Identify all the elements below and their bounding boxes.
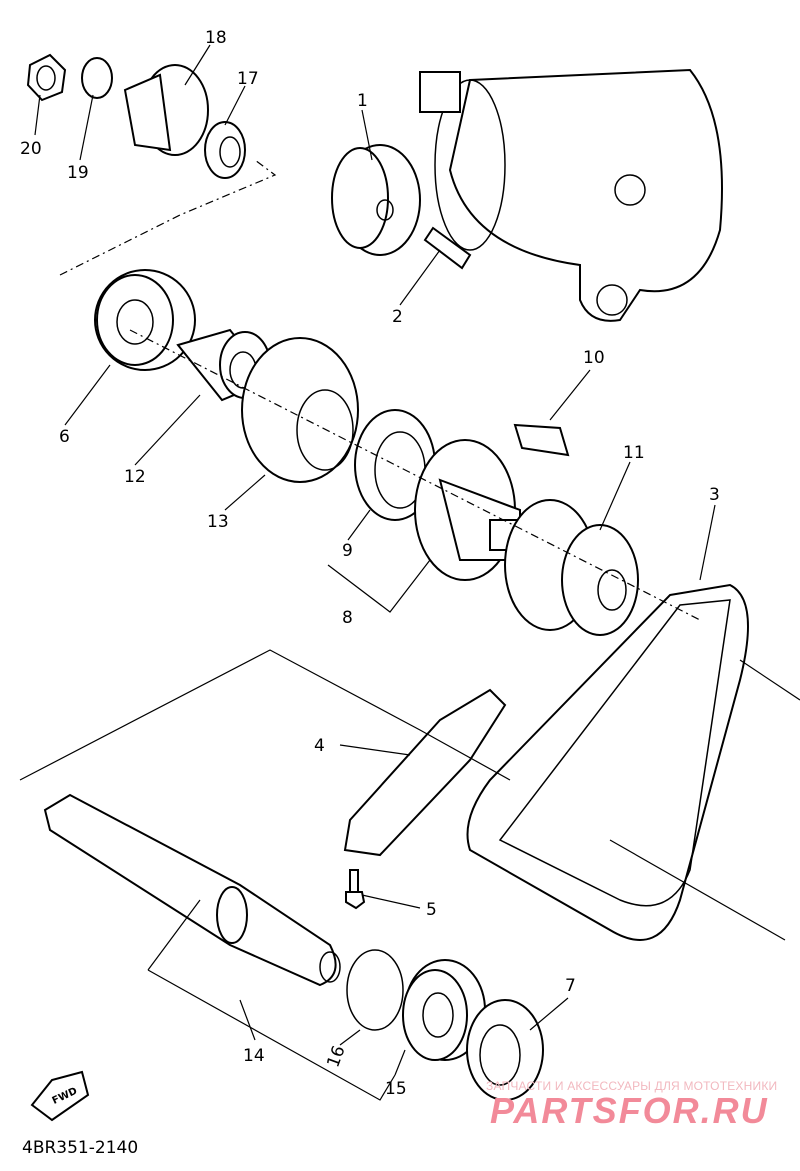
callout-3: 3 bbox=[709, 485, 720, 505]
part-5-bolt bbox=[345, 869, 366, 910]
callout-4: 4 bbox=[314, 736, 325, 756]
callout-17: 17 bbox=[237, 69, 259, 89]
watermark-tagline: ЗАПЧАСТИ И АКСЕССУАРЫ ДЛЯ МОТОТЕХНИКИ bbox=[486, 1079, 778, 1093]
part-6-bearing bbox=[94, 269, 196, 371]
part-10-key bbox=[513, 423, 570, 457]
callout-9: 9 bbox=[342, 541, 353, 561]
part-9-one-way-clutch bbox=[354, 409, 436, 521]
part-20-nut bbox=[26, 53, 67, 102]
watermark-brand: PARTSFOR.RU bbox=[490, 1090, 769, 1131]
callout-14: 14 bbox=[243, 1046, 265, 1066]
callout-7: 7 bbox=[565, 976, 576, 996]
part-4-chain-guide bbox=[343, 688, 507, 857]
part-14-shaft bbox=[43, 793, 341, 987]
callout-13: 13 bbox=[207, 512, 229, 532]
starter-motor bbox=[419, 68, 723, 322]
part-3-chain bbox=[466, 583, 749, 941]
callout-6: 6 bbox=[59, 427, 70, 447]
part-7-oil-seal bbox=[466, 999, 544, 1101]
forward-direction-arrow: FWD bbox=[30, 1070, 90, 1122]
callout-15: 15 bbox=[385, 1079, 407, 1099]
part-2-shaft bbox=[423, 226, 472, 270]
callout-11: 11 bbox=[623, 443, 645, 463]
callout-20: 20 bbox=[20, 139, 42, 159]
callout-8: 8 bbox=[342, 608, 353, 628]
callout-16: 16 bbox=[323, 1043, 349, 1070]
callout-12: 12 bbox=[124, 467, 146, 487]
callout-19: 19 bbox=[67, 163, 89, 183]
part-13-starter-clutch bbox=[241, 337, 359, 483]
callout-18: 18 bbox=[205, 28, 227, 48]
part-11-starter-wheel-gear bbox=[504, 499, 639, 636]
part-code: 4BR351-2140 bbox=[22, 1138, 139, 1158]
part-19-lock-washer bbox=[81, 57, 113, 99]
part-15-bearing bbox=[402, 959, 486, 1061]
callout-5: 5 bbox=[426, 900, 437, 920]
part-16-o-ring bbox=[346, 949, 404, 1031]
callout-2: 2 bbox=[392, 307, 403, 327]
part-17-oil-seal bbox=[204, 121, 246, 179]
part-1-idler-gear bbox=[331, 144, 421, 256]
callout-10: 10 bbox=[583, 348, 605, 368]
callout-1: 1 bbox=[357, 91, 368, 111]
part-18-gear bbox=[123, 64, 209, 156]
